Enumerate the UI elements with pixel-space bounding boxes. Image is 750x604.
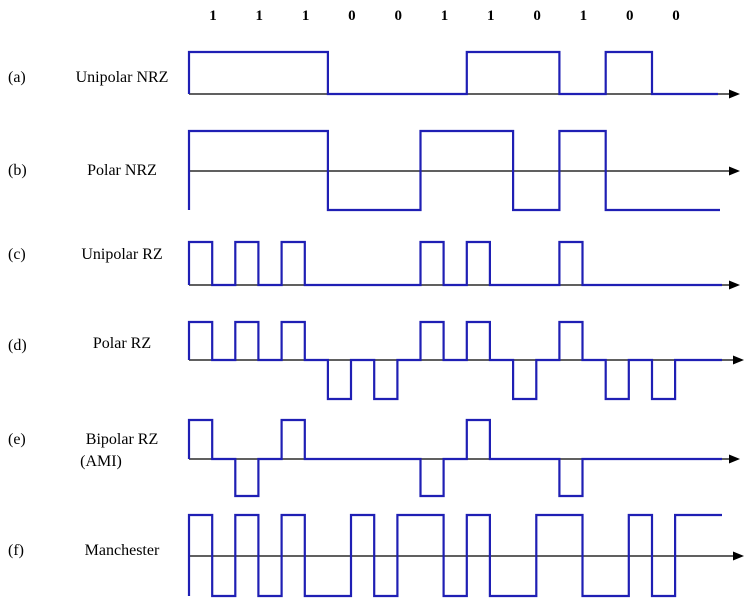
axis-arrow-icon: [729, 454, 740, 464]
row-b: (b) Polar NRZ: [8, 129, 740, 212]
row-e: (e) Bipolar RZ (AMI): [8, 418, 740, 498]
row-name: Unipolar NRZ: [76, 69, 169, 86]
waveform-f: [187, 513, 722, 598]
bit-label: 0: [626, 8, 634, 24]
bit-label: 1: [441, 8, 449, 24]
row-name: Unipolar RZ: [81, 246, 162, 263]
row-f: (f) Manchester: [8, 513, 744, 598]
bit-sequence-labels: 1 1 1 0 0 1 1 0 1 0 0: [209, 8, 680, 24]
row-letter: (c): [8, 246, 26, 263]
row-name: Polar NRZ: [87, 162, 157, 179]
bit-label: 0: [348, 8, 356, 24]
axis-arrow-icon: [733, 551, 744, 561]
row-name: Manchester: [85, 542, 160, 559]
row-name: Bipolar RZ: [86, 431, 158, 448]
axis-arrow-icon: [733, 355, 744, 365]
waveform-a: [187, 50, 718, 96]
row-letter: (d): [8, 337, 27, 354]
row-letter: (b): [8, 162, 27, 179]
waveform-c: [187, 240, 722, 287]
row-name: Polar RZ: [93, 335, 151, 352]
axis-arrow-icon: [729, 89, 740, 99]
bit-label: 1: [487, 8, 495, 24]
bit-label: 1: [209, 8, 217, 24]
axis-arrow-icon: [729, 280, 740, 290]
waveform-e: [187, 418, 722, 498]
row-name-secondary: (AMI): [80, 453, 122, 470]
bit-label: 1: [302, 8, 310, 24]
row-c: (c) Unipolar RZ: [8, 240, 740, 290]
axis-arrow-icon: [729, 166, 740, 176]
bit-label: 1: [256, 8, 264, 24]
waveform-d: [187, 320, 722, 401]
row-letter: (f): [8, 542, 24, 559]
bit-label: 0: [533, 8, 541, 24]
bit-label: 0: [394, 8, 402, 24]
row-d: (d) Polar RZ: [8, 320, 744, 401]
waveform-rows: (a) Unipolar NRZ (b) Polar NRZ (c) Unipolar R…: [8, 50, 744, 598]
waveform-b: [187, 129, 720, 212]
bit-label: 1: [580, 8, 588, 24]
bit-label: 0: [672, 8, 680, 24]
row-a: (a) Unipolar NRZ: [8, 50, 740, 99]
row-letter: (a): [8, 69, 26, 86]
row-letter: (e): [8, 431, 26, 448]
